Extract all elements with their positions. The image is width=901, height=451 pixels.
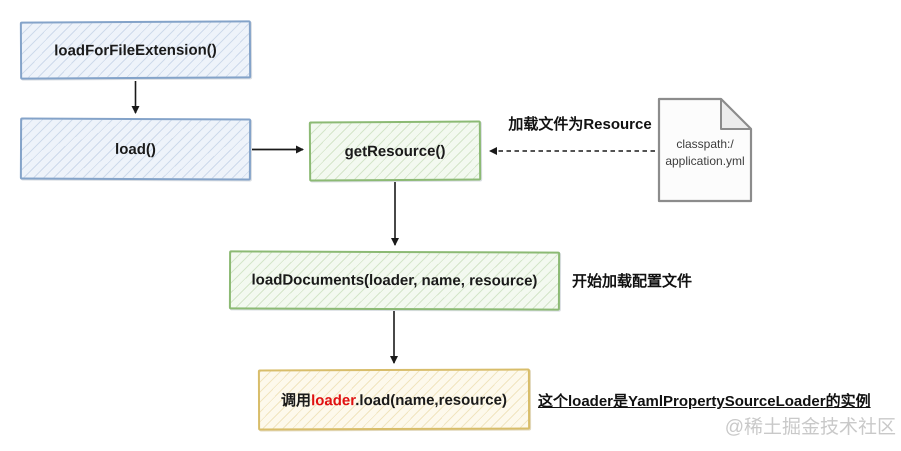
- call-loader-highlight: loader: [311, 392, 356, 410]
- node-label: loadForFileExtension(): [54, 41, 217, 59]
- node-application-yml-file: classpath:/ application.yml: [656, 96, 754, 204]
- call-loader-prefix: 调用: [281, 392, 312, 410]
- annotation-start-loading-config: 开始加载配置文件: [572, 273, 693, 290]
- document-icon: [657, 97, 753, 203]
- node-label: loadDocuments(loader, name, resource): [251, 271, 538, 290]
- file-label: classpath:/ application.yml: [656, 136, 754, 171]
- node-load: load(): [19, 117, 252, 181]
- file-label-line1: classpath:/: [676, 137, 734, 151]
- annotation-loader-instance: 这个loader是YamlPropertySourceLoader的实例: [538, 393, 871, 410]
- annotation-load-as-resource: 加载文件为Resource: [508, 116, 652, 133]
- node-label: load(): [115, 140, 156, 158]
- watermark: @稀土掘金技术社区: [724, 417, 896, 438]
- node-call-loader: 调用loader.load(name,resource): [257, 368, 531, 431]
- call-loader-suffix: .load(name,resource): [355, 391, 507, 410]
- node-load-documents: loadDocuments(loader, name, resource): [228, 250, 561, 311]
- node-load-for-file-extension: loadForFileExtension(): [19, 20, 252, 80]
- file-label-line2: application.yml: [665, 154, 745, 169]
- node-label: 调用loader.load(name,resource): [281, 389, 507, 411]
- node-label: getResource(): [344, 142, 446, 160]
- node-get-resource: getResource(): [308, 120, 482, 182]
